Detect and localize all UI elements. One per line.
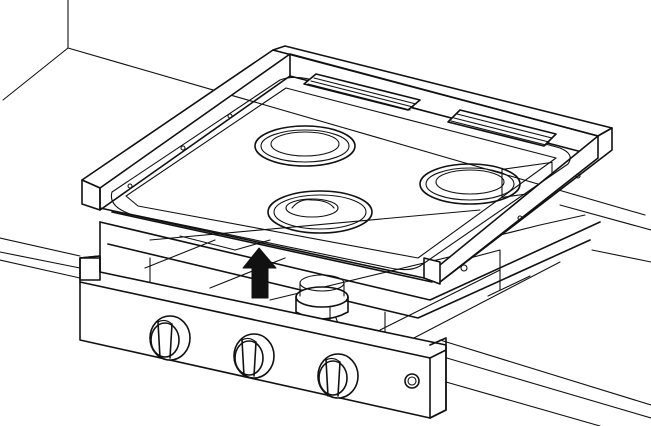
- burner-rear-left: [254, 125, 356, 167]
- cooktop-grate: [81, 45, 613, 285]
- vent-rear-right: [447, 109, 557, 147]
- up-arrow-icon: [242, 247, 277, 299]
- igniter-button[interactable]: [404, 373, 420, 389]
- control-knob-middle[interactable]: [233, 333, 275, 379]
- base-burner: [295, 274, 349, 335]
- burner-front: [267, 190, 373, 234]
- burner-right: [419, 163, 521, 205]
- control-knob-right[interactable]: [317, 353, 359, 399]
- vent-rear-left: [303, 73, 421, 111]
- base-chassis: [99, 161, 601, 351]
- control-knob-left[interactable]: [149, 315, 191, 361]
